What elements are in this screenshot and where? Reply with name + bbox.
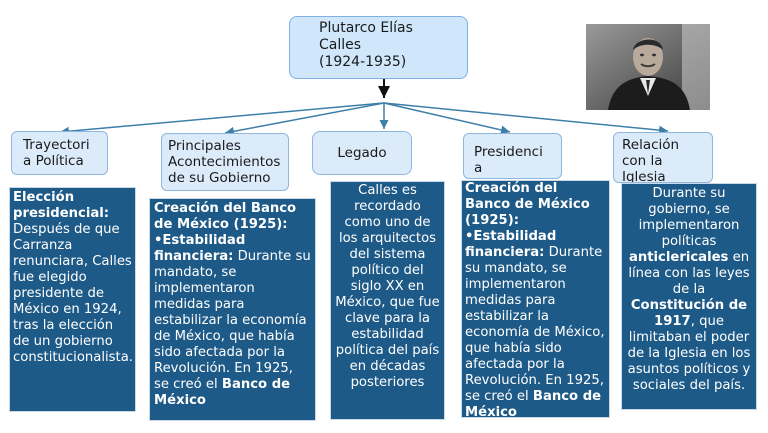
branch-legado-label: Legado [337,145,387,161]
panel-presidencia: Creación del Banco de México (1925): •Es… [461,180,610,418]
branch-legado[interactable]: Legado [312,131,412,175]
branch-iglesia-label: Relación con la Iglesia [622,137,680,183]
panel-iglesia-bold-2: Constitución de 1917 [630,298,748,329]
panel-presidencia-subheading: •Estabilidad financiera: [465,229,557,260]
panel-iglesia-text-1: Durante su gobierno, se implementaron po… [638,186,740,249]
panel-legado-text: Calles es recordado como uno de los arqu… [335,183,440,390]
panel-iglesia-text-2: en línea con las leyes de la [628,250,750,297]
panel-iglesia: Durante su gobierno, se implementaron po… [621,183,757,410]
connector-presidencia [383,102,511,135]
panel-acontecimientos-bold-end: Banco de México [154,377,291,408]
panel-trayectoria: Elección presidencial: Después de que Ca… [9,187,136,412]
root-years: (1924-1935) [319,54,407,70]
branch-trayectoria[interactable]: Trayectoria Política [11,131,108,175]
panel-acontecimientos-text: Durante su mandato, se implementaron med… [154,249,311,392]
connector-acontecimientos [224,102,385,136]
connector-iglesia [383,102,669,135]
portrait-image [586,24,710,110]
panel-trayectoria-text: Después de que Carranza renunciara, Call… [13,222,133,365]
branch-trayectoria-label: Trayectoria Política [23,137,90,169]
root-node[interactable]: Plutarco Elías Calles (1924-1935) [289,16,468,79]
panel-acontecimientos-subheading: •Estabilidad financiera: [154,233,246,264]
panel-trayectoria-heading: Elección presidencial: [13,190,110,221]
panel-legado: Calles es recordado como uno de los arqu… [330,181,445,420]
branch-iglesia[interactable]: Relación con la Iglesia [613,132,713,183]
portrait-photo [586,24,710,110]
panel-acontecimientos-heading: Creación del Banco de México (1925): [154,201,297,232]
root-name: Plutarco Elías Calles [319,20,413,53]
panel-presidencia-text: Durante su mandato, se implementaron med… [465,245,605,404]
panel-iglesia-bold-1: anticlericales [628,250,729,265]
panel-presidencia-bold-end: Banco de México [465,389,602,418]
connector-trayectoria [59,102,385,136]
branch-acontecimientos[interactable]: Principales Acontecimientos de su Gobier… [161,133,289,191]
branch-presidencia-label: Presidencia [474,144,543,176]
panel-presidencia-heading: Creación del Banco de México (1925): [465,181,590,228]
branch-acontecimientos-label: Principales Acontecimientos de su Gobier… [168,138,281,186]
panel-acontecimientos: Creación del Banco de México (1925): •Es… [149,198,316,421]
panel-iglesia-text-3: , que limitaban el poder de la Iglesia e… [627,314,751,393]
branch-presidencia[interactable]: Presidencia [463,133,562,179]
